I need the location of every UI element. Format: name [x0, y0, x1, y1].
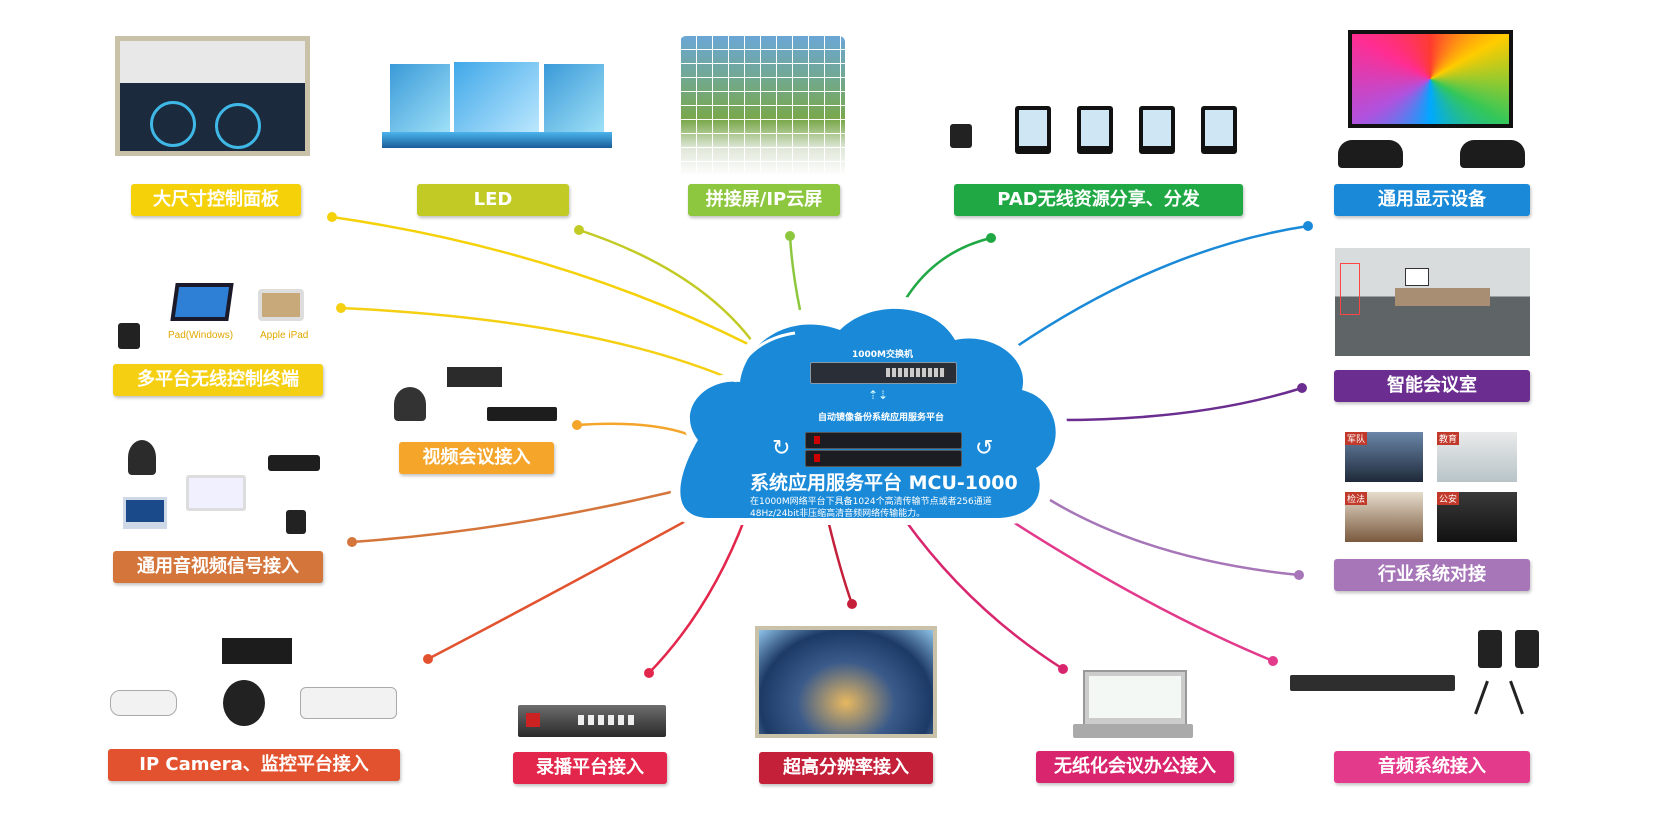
wire-ip-camera [427, 503, 716, 661]
node-large-panel: 大尺寸控制面板 [131, 184, 301, 216]
server-unit-bottom [805, 450, 962, 467]
node-display: 通用显示设备 [1334, 184, 1530, 216]
backup-label: 自动镜像备份系统应用服务平台 [818, 413, 945, 423]
wire-dot-uhd [847, 599, 857, 609]
node-smart-room: 智能会议室 [1334, 370, 1530, 402]
switch-label: 1000M交换机 [852, 350, 914, 360]
sync-arrows-icon: ⇡⇣ [868, 388, 889, 402]
node-pad-wireless: PAD无线资源分享、分发 [954, 184, 1243, 216]
wire-dot-wireless-terminal [336, 303, 346, 313]
node-uhd: 超高分辨率接入 [759, 752, 933, 784]
platform-title: 系统应用服务平台 MCU-1000 [750, 472, 1018, 494]
wire-dot-audio [1268, 656, 1278, 666]
node-ip-camera: IP Camera、监控平台接入 [108, 749, 400, 781]
wire-dot-pad-wireless [986, 233, 996, 243]
wire-dot-paperless [1058, 664, 1068, 674]
tablets-icon [945, 92, 1245, 162]
industry-tag-army: 军队 [1345, 432, 1368, 445]
wire-dot-led [574, 225, 584, 235]
wire-av-signal [351, 483, 701, 544]
node-wireless-terminal: 多平台无线控制终端 [113, 364, 323, 396]
audio-system-icon [1285, 630, 1545, 730]
node-industry: 行业系统对接 [1334, 559, 1530, 591]
wire-audio [1009, 518, 1274, 663]
video-wall-icon [680, 36, 845, 176]
wire-dot-recording [644, 668, 654, 678]
wire-dot-av-signal [347, 537, 357, 547]
industry-icon: 军队 教育 检法 公安 [1345, 432, 1520, 544]
apple-ipad-label: Apple iPad [260, 330, 309, 341]
wire-splice-screen [788, 235, 802, 311]
wire-paperless [903, 519, 1064, 671]
wire-industry [1049, 498, 1300, 577]
node-recording: 录播平台接入 [513, 752, 667, 784]
industry-tag-police: 公安 [1437, 492, 1460, 505]
city-display-icon [755, 626, 937, 738]
wire-led [578, 228, 757, 346]
node-video-conf: 视频会议接入 [399, 442, 554, 474]
led-stage-icon [382, 62, 612, 150]
node-paperless: 无纸化会议办公接入 [1036, 751, 1234, 783]
wire-dot-industry [1294, 570, 1304, 580]
wire-dot-large-panel [327, 212, 337, 222]
industry-tag-court: 检法 [1345, 492, 1368, 505]
wire-recording [648, 517, 747, 674]
rotate-left-icon: ↻ [772, 436, 791, 461]
wire-dot-ip-camera [423, 654, 433, 664]
meeting-room-icon [1335, 248, 1530, 356]
node-led: LED [417, 184, 569, 216]
node-av-signal: 通用音视频信号接入 [113, 551, 323, 583]
wire-uhd [826, 519, 854, 605]
wire-smart-room [1059, 386, 1303, 422]
recorder-icon [518, 705, 666, 737]
av-devices-icon [118, 435, 328, 540]
conference-camera-icon [392, 367, 562, 427]
node-audio: 音频系统接入 [1334, 751, 1530, 783]
wire-large-panel [331, 215, 751, 347]
wireless-terminal-icon [113, 275, 323, 355]
projector-icon [1338, 30, 1528, 180]
wire-dot-video-conf [572, 420, 582, 430]
server-unit-top [805, 432, 962, 449]
paperless-terminal-icon [1068, 670, 1200, 740]
industry-tag-education: 教育 [1437, 432, 1460, 445]
wire-wireless-terminal [340, 306, 746, 387]
node-splice-screen: 拼接屏/IP云屏 [688, 184, 840, 216]
touch-panel-icon [115, 36, 310, 156]
wire-video-conf [576, 422, 691, 437]
wire-display [989, 224, 1309, 367]
ip-camera-icon [105, 635, 405, 730]
platform-desc-1: 在1000M网络平台下具备1024个高清传输节点或者256通道 [750, 497, 992, 507]
rotate-right-icon: ↺ [975, 436, 994, 461]
network-switch [810, 362, 957, 384]
wire-dot-display [1303, 221, 1313, 231]
wire-dot-smart-room [1297, 383, 1307, 393]
pad-windows-label: Pad(Windows) [168, 330, 234, 341]
platform-desc-2: 48Hz/24bit非压缩高清音频网络传输能力。 [750, 509, 926, 519]
wire-dot-splice-screen [785, 231, 795, 241]
